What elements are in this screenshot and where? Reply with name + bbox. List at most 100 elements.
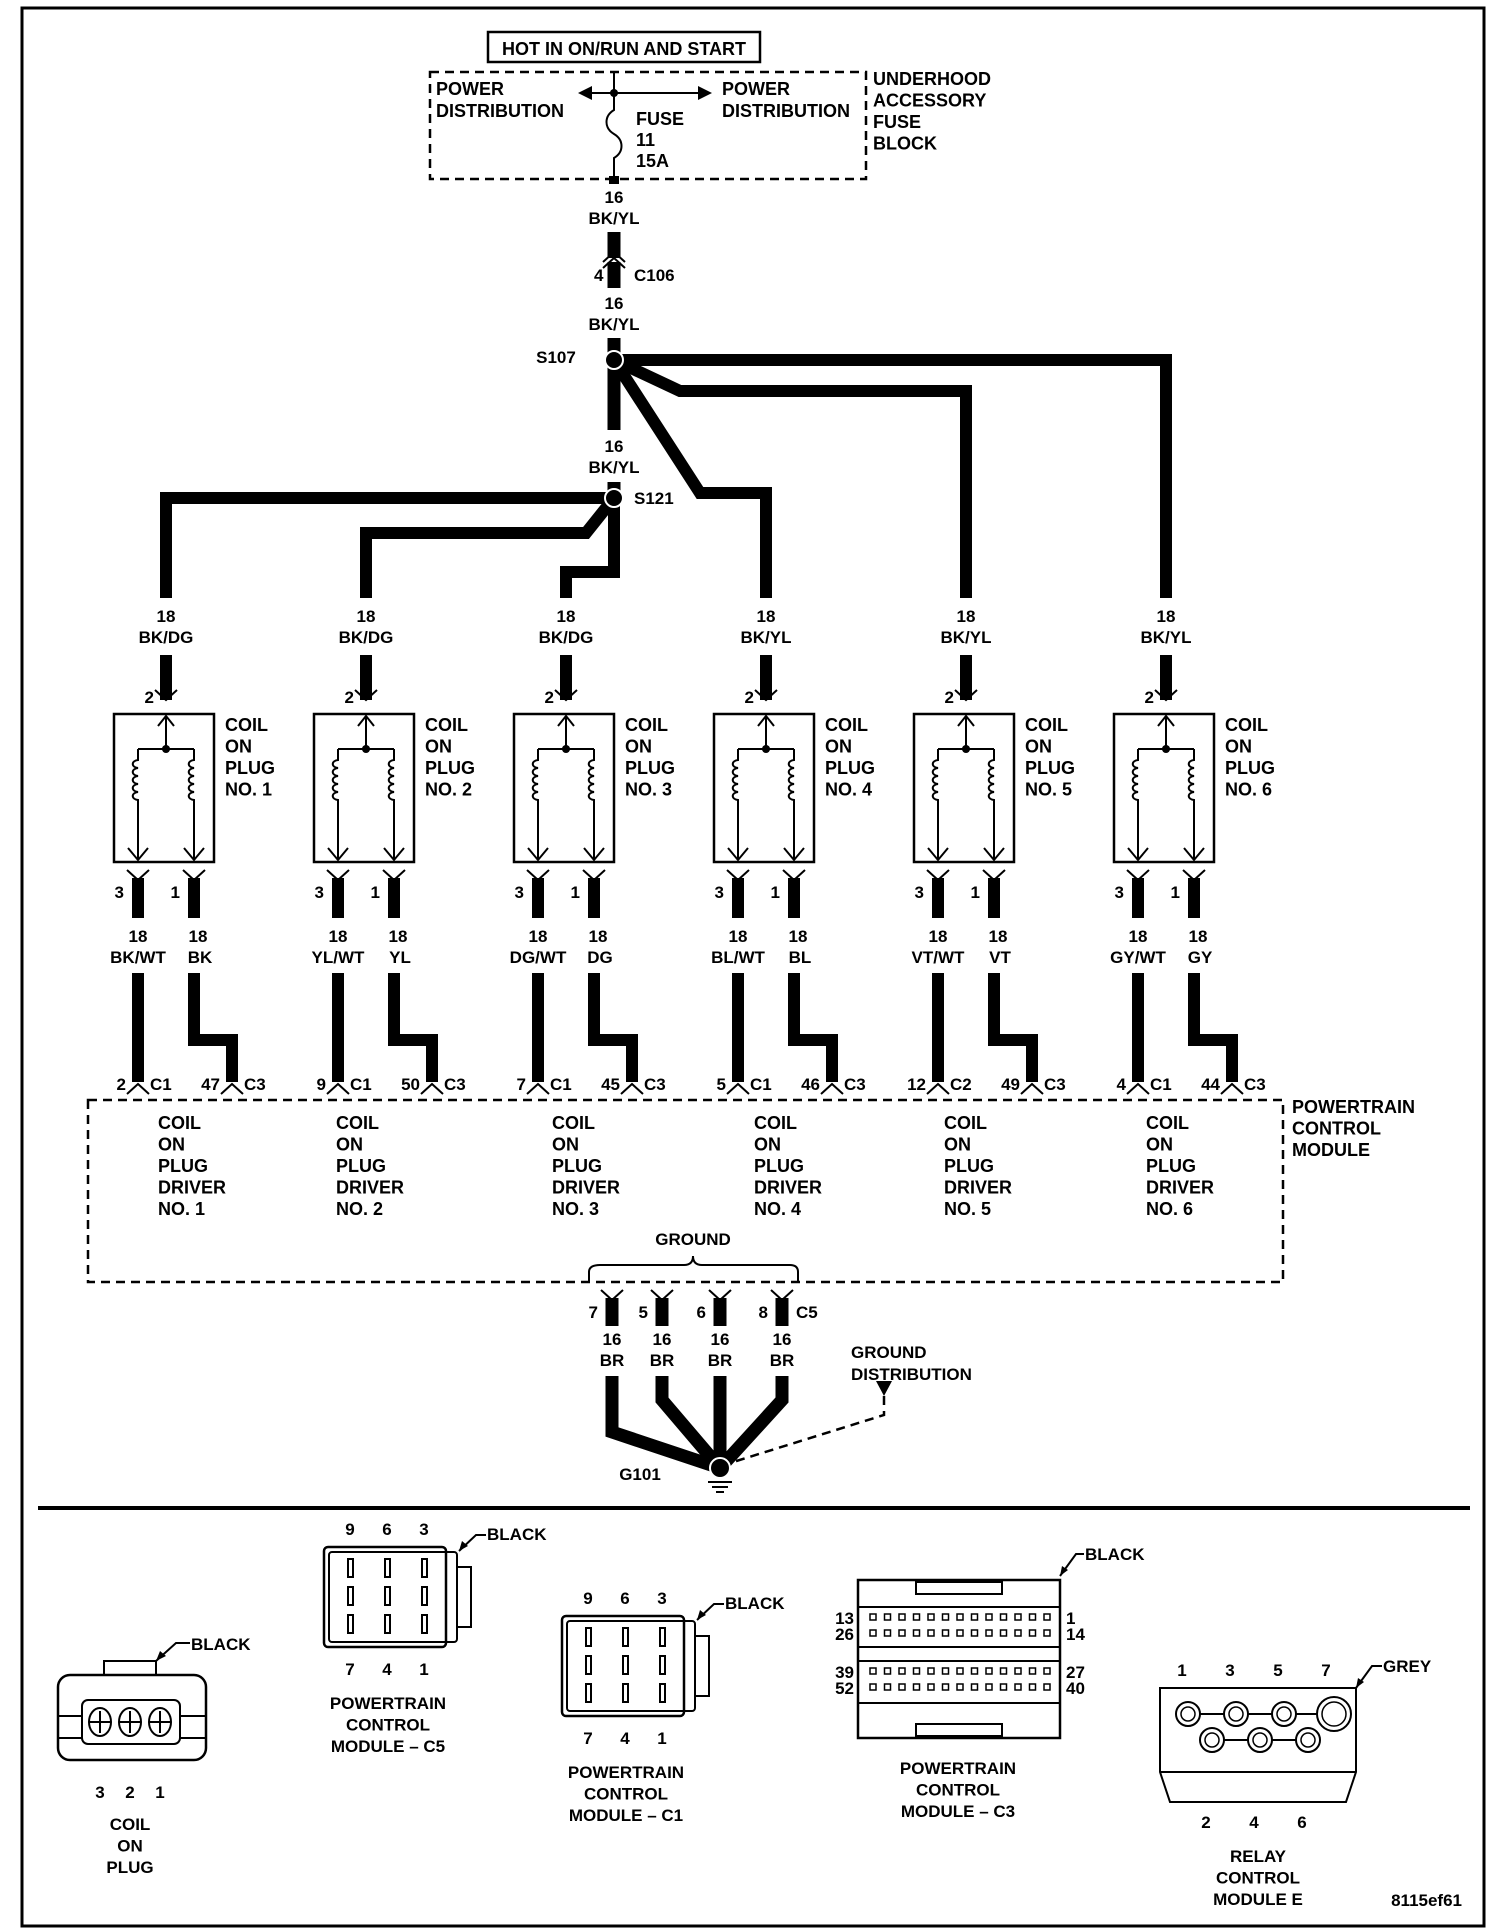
ground-wire — [605, 1376, 723, 1475]
rcm-e-bridge — [1200, 1713, 1317, 1741]
pcm-pin: 50 — [401, 1075, 420, 1094]
callout-arrow-icon — [156, 1651, 166, 1661]
g101-ground-icon — [709, 1457, 731, 1479]
underhood-fuse-block-label: UNDERHOOD — [873, 69, 991, 89]
wire-color: BR — [770, 1351, 795, 1370]
coil-arrow-icon — [1183, 847, 1205, 862]
pcm-pin: 4 — [1117, 1075, 1127, 1094]
coil-winding-icon — [1187, 749, 1195, 860]
coil-on-plug-label: NO. 5 — [1025, 780, 1072, 800]
coil-on-plug-label: COIL — [825, 715, 868, 735]
pcm-connector-icon — [126, 1082, 150, 1095]
coil-connector-pin-icon — [119, 1711, 141, 1733]
pcm-label: CONTROL — [1292, 1119, 1381, 1139]
coil-driver-label: DRIVER — [552, 1178, 620, 1198]
pcm-c1-pin-label: 6 — [620, 1589, 629, 1608]
pcm-c3-pin-label: 26 — [835, 1625, 854, 1644]
pcm-pin: 49 — [1001, 1075, 1020, 1094]
fuse-11-label: 11 — [636, 130, 655, 150]
pcm-pin: 9 — [317, 1075, 326, 1094]
pcm-c1-title: MODULE – C1 — [569, 1806, 683, 1825]
pcm-c1-latch — [694, 1635, 710, 1697]
c5-label: C5 — [796, 1303, 818, 1322]
arrow-left-icon — [578, 86, 592, 100]
coil-on-plug-box — [312, 712, 416, 864]
rcm-e-pin-icon — [1300, 1732, 1316, 1748]
coil-winding-icon — [331, 749, 339, 860]
coil-on-plug-label: COIL — [225, 715, 268, 735]
wire-color: VT — [989, 948, 1011, 967]
feed-gauge: 18 — [757, 607, 776, 626]
coil-winding-icon — [531, 749, 539, 860]
callout-arrow-icon — [1356, 1678, 1364, 1688]
ground-pin: 7 — [589, 1303, 598, 1322]
pcm-c3-pin-icon — [898, 1683, 906, 1691]
coil-arrow-icon — [527, 847, 549, 862]
coil-pin: 3 — [515, 883, 524, 902]
pcm-c3-pin-icon — [985, 1667, 993, 1675]
pcm-connector-icon — [420, 1082, 444, 1095]
wire-gauge: 16 — [603, 1330, 622, 1349]
rcm-e-pin-label: 3 — [1225, 1661, 1234, 1680]
feed-gauge: 18 — [957, 607, 976, 626]
rcm-e-pin-icon — [1223, 1701, 1249, 1727]
pcm-c3-pin-icon — [1028, 1667, 1037, 1675]
coil-feed-connector-icon — [954, 689, 978, 702]
pcm-c3-pin-label: 14 — [1066, 1625, 1085, 1644]
rcm-e-pin-icon — [1204, 1732, 1220, 1748]
hot-in-box — [486, 30, 762, 64]
coil-driver-label: COIL — [754, 1113, 797, 1133]
pcm-c5-title: CONTROL — [346, 1716, 430, 1735]
pcm-c5-latch — [456, 1566, 472, 1628]
pcm-c1-pin-icon — [622, 1655, 629, 1675]
pcm-connector-label: C1 — [550, 1075, 572, 1094]
coil-driver-label: ON — [1146, 1135, 1173, 1155]
coil-on-plug-label: ON — [1225, 737, 1252, 757]
hot-in-label: HOT IN ON/RUN AND START — [502, 39, 746, 59]
ground-brace — [588, 1255, 799, 1283]
ground-distribution-label: DISTRIBUTION — [851, 1365, 972, 1384]
pcm-c5-pin-label: 4 — [382, 1660, 392, 1679]
wire-gauge: 18 — [129, 927, 148, 946]
pcm-c5-pin-label: 1 — [419, 1660, 428, 1679]
coil-on-plug-box — [1112, 712, 1216, 864]
coil-driver-label: NO. 3 — [552, 1199, 599, 1219]
pcm-c3-pin-icon — [883, 1683, 892, 1691]
coil-pin: 1 — [371, 883, 380, 902]
coil-driver-label: PLUG — [1146, 1156, 1196, 1176]
pcm-c5-pin-label: 7 — [345, 1660, 354, 1679]
pcm-c1-pin-icon — [622, 1627, 629, 1647]
pcm-c5-pin-icon — [347, 1558, 354, 1578]
feed-color: BK/DG — [339, 628, 394, 647]
underhood-fuse-block-label: FUSE — [873, 112, 921, 132]
pcm-c5-pin-icon — [347, 1586, 354, 1606]
pcm-c3-pin-label: 27 — [1066, 1663, 1085, 1682]
coil-driver-label: NO. 2 — [336, 1199, 383, 1219]
pcm-c1-pin-icon — [585, 1683, 592, 1703]
coil-winding-icon — [987, 749, 995, 860]
pcm-c3-pin-icon — [1028, 1683, 1037, 1691]
pcm-c5-pin-icon — [347, 1614, 354, 1634]
pcm-connector-label: C3 — [244, 1075, 266, 1094]
coil-connector-pin-label: 1 — [155, 1783, 164, 1802]
callout-arrow-icon — [697, 1610, 706, 1620]
wire-color: BK/YL — [589, 458, 640, 477]
coil-on-plug-label: COIL — [425, 715, 468, 735]
driver-wire-b — [1188, 973, 1238, 1082]
pcm-c5-title: POWERTRAIN — [330, 1694, 446, 1713]
fuse-11-label: FUSE — [636, 109, 684, 129]
coil-driver-label: NO. 4 — [754, 1199, 801, 1219]
pcm-connector-label: C2 — [950, 1075, 972, 1094]
coil-connector-body — [56, 1673, 208, 1762]
coil-feed-pin: 2 — [1145, 688, 1154, 707]
color-callout-label: GREY — [1383, 1657, 1432, 1676]
callout-arrow-icon — [1060, 1566, 1068, 1576]
g101-label: G101 — [619, 1465, 661, 1484]
c106-connector-icon — [602, 256, 626, 269]
rcm-e-pin-label: 5 — [1273, 1661, 1282, 1680]
pcm-pin: 7 — [517, 1075, 526, 1094]
coil-feed-pin: 2 — [745, 688, 754, 707]
ground-wire — [655, 1376, 725, 1473]
rcm-e-pin-icon — [1247, 1727, 1273, 1753]
coil-arrow-icon — [983, 847, 1005, 862]
